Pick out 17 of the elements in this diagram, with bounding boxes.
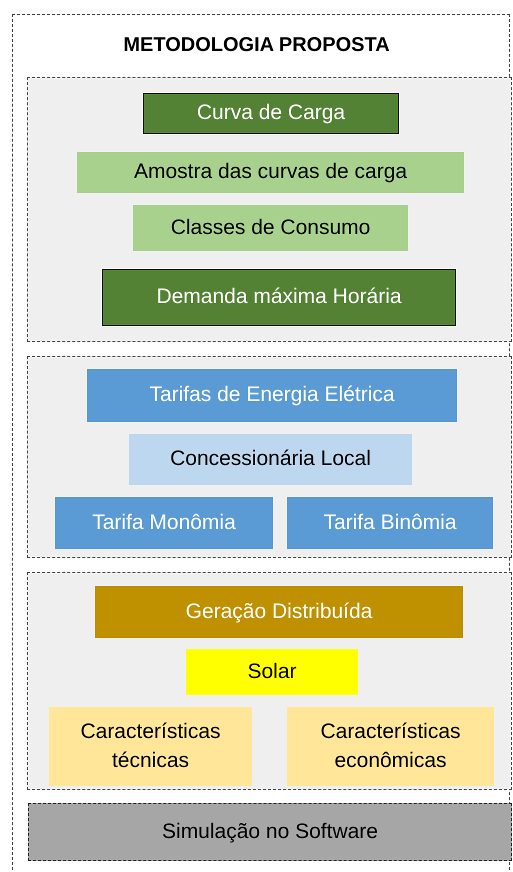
process-box: Tarifa Binômia — [287, 497, 493, 549]
process-box: Solar — [186, 649, 358, 695]
process-box: Curva de Carga — [143, 93, 399, 134]
diagram-title: METODOLOGIA PROPOSTA — [122, 34, 391, 57]
section-panel — [27, 572, 512, 790]
process-box: Demanda máxima Horária — [102, 269, 456, 326]
process-box: Tarifa Monômia — [55, 497, 273, 549]
process-box: Características econômicas — [287, 707, 494, 786]
section-panel — [27, 356, 512, 558]
process-box: Simulação no Software — [28, 803, 512, 861]
process-box: Características técnicas — [49, 707, 252, 786]
process-box: Amostra das curvas de carga — [77, 152, 464, 193]
process-box: Tarifas de Energia Elétrica — [87, 369, 457, 422]
section-panel — [27, 77, 512, 342]
process-box: Concessionária Local — [129, 434, 412, 485]
process-box: Classes de Consumo — [133, 205, 408, 251]
process-box: Geração Distribuída — [95, 586, 463, 638]
